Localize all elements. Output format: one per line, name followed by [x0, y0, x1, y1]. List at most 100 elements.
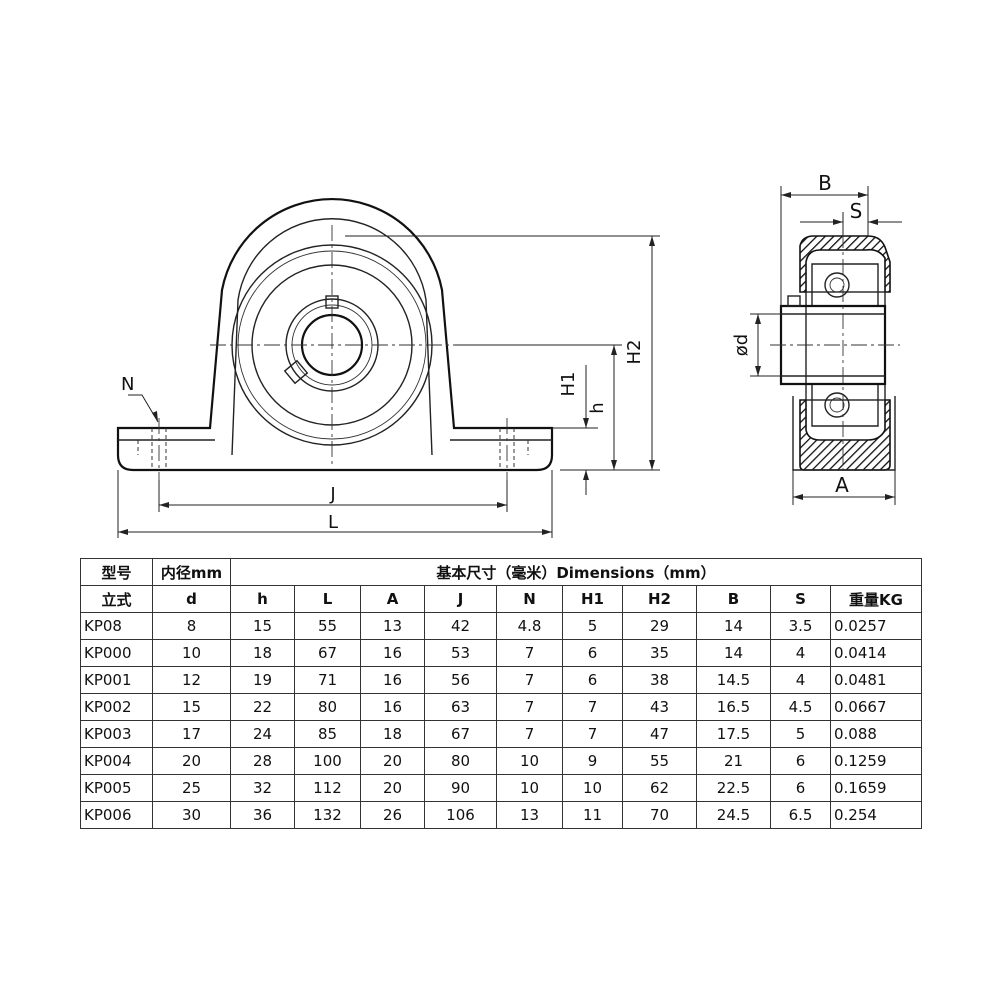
value-cell: 9 [562, 747, 623, 775]
header-bore: 内径mm [152, 558, 231, 586]
set-screw-angled [283, 359, 309, 385]
value-cell: 20 [360, 747, 425, 775]
header-cell: B [696, 585, 771, 613]
value-cell: 0.254 [829, 801, 923, 829]
header-cell: J [424, 585, 497, 613]
header-model: 型号 [80, 558, 153, 586]
label-h: h [587, 402, 608, 413]
label-L: L [328, 512, 338, 533]
value-cell: 47 [622, 720, 697, 748]
value-cell: 53 [424, 639, 497, 667]
value-cell: 28 [230, 747, 295, 775]
base-hidden-lines [137, 440, 529, 455]
value-cell: 7 [496, 693, 563, 721]
value-cell: 26 [360, 801, 425, 829]
value-cell: 70 [622, 801, 697, 829]
value-cell: 67 [294, 639, 361, 667]
value-cell: 80 [294, 693, 361, 721]
header-dimensions: 基本尺寸（毫米）Dimensions（mm） [229, 558, 923, 586]
table-header-row-2: 立式 d h L A J N H1 H2 B S 重量KG [80, 585, 923, 613]
value-cell: 8 [152, 612, 231, 640]
label-H1: H1 [558, 372, 579, 397]
value-cell: 21 [696, 747, 771, 775]
table-header-row-1: 型号 内径mm 基本尺寸（毫米）Dimensions（mm） [80, 558, 923, 586]
housing-section-bottom [799, 399, 891, 471]
model-cell: KP005 [80, 774, 153, 802]
model-cell: KP002 [80, 693, 153, 721]
value-cell: 13 [360, 612, 425, 640]
side-set-screw [787, 295, 801, 307]
value-cell: 42 [424, 612, 497, 640]
housing-outline [116, 197, 554, 472]
value-cell: 4.5 [770, 693, 831, 721]
value-cell: 16 [360, 666, 425, 694]
header-cell: 重量KG [829, 585, 923, 613]
header-cell: S [770, 585, 831, 613]
header-cell: h [230, 585, 295, 613]
value-cell: 19 [230, 666, 295, 694]
value-cell: 13 [496, 801, 563, 829]
value-cell: 15 [230, 612, 295, 640]
model-cell: KP001 [80, 666, 153, 694]
header-cell: H2 [622, 585, 697, 613]
ball-bottom [824, 392, 850, 418]
value-cell: 22.5 [696, 774, 771, 802]
label-S: S [850, 199, 863, 223]
ball-bottom-inner [829, 397, 845, 413]
value-cell: 30 [152, 801, 231, 829]
value-cell: 14.5 [696, 666, 771, 694]
value-cell: 15 [152, 693, 231, 721]
label-N: N [121, 374, 134, 395]
value-cell: 10 [152, 639, 231, 667]
value-cell: 3.5 [770, 612, 831, 640]
side-view [770, 232, 900, 472]
value-cell: 17.5 [696, 720, 771, 748]
label-J: J [329, 484, 335, 505]
value-cell: 20 [152, 747, 231, 775]
ball-top [824, 272, 850, 298]
value-cell: 16.5 [696, 693, 771, 721]
value-cell: 10 [496, 747, 563, 775]
technical-drawing: J L N H2 h H1 [116, 171, 902, 538]
header-cell: N [496, 585, 563, 613]
value-cell: 16 [360, 693, 425, 721]
housing-section [799, 235, 891, 293]
side-foot [792, 396, 896, 471]
inner-ring-bore [781, 313, 885, 377]
value-cell: 55 [622, 747, 697, 775]
value-cell: 6 [562, 666, 623, 694]
label-H2: H2 [624, 340, 645, 365]
model-cell: KP08 [80, 612, 153, 640]
value-cell: 16 [360, 639, 425, 667]
race-bottom [811, 383, 879, 427]
value-cell: 7 [496, 666, 563, 694]
value-cell: 0.0481 [829, 666, 923, 694]
ball-top-inner [829, 277, 845, 293]
value-cell: 0.1259 [829, 747, 923, 775]
value-cell: 18 [360, 720, 425, 748]
value-cell: 56 [424, 666, 497, 694]
value-cell: 18 [230, 639, 295, 667]
value-cell: 67 [424, 720, 497, 748]
model-cell: KP004 [80, 747, 153, 775]
header-cell: 立式 [80, 585, 153, 613]
value-cell: 5 [562, 612, 623, 640]
value-cell: 0.088 [829, 720, 923, 748]
value-cell: 12 [152, 666, 231, 694]
value-cell: 100 [294, 747, 361, 775]
value-cell: 4 [770, 639, 831, 667]
value-cell: 0.0257 [829, 612, 923, 640]
value-cell: 38 [622, 666, 697, 694]
value-cell: 20 [360, 774, 425, 802]
header-cell: d [152, 585, 231, 613]
value-cell: 4 [770, 666, 831, 694]
front-view [116, 197, 554, 480]
header-cell: L [294, 585, 361, 613]
value-cell: 7 [562, 693, 623, 721]
value-cell: 7 [496, 639, 563, 667]
